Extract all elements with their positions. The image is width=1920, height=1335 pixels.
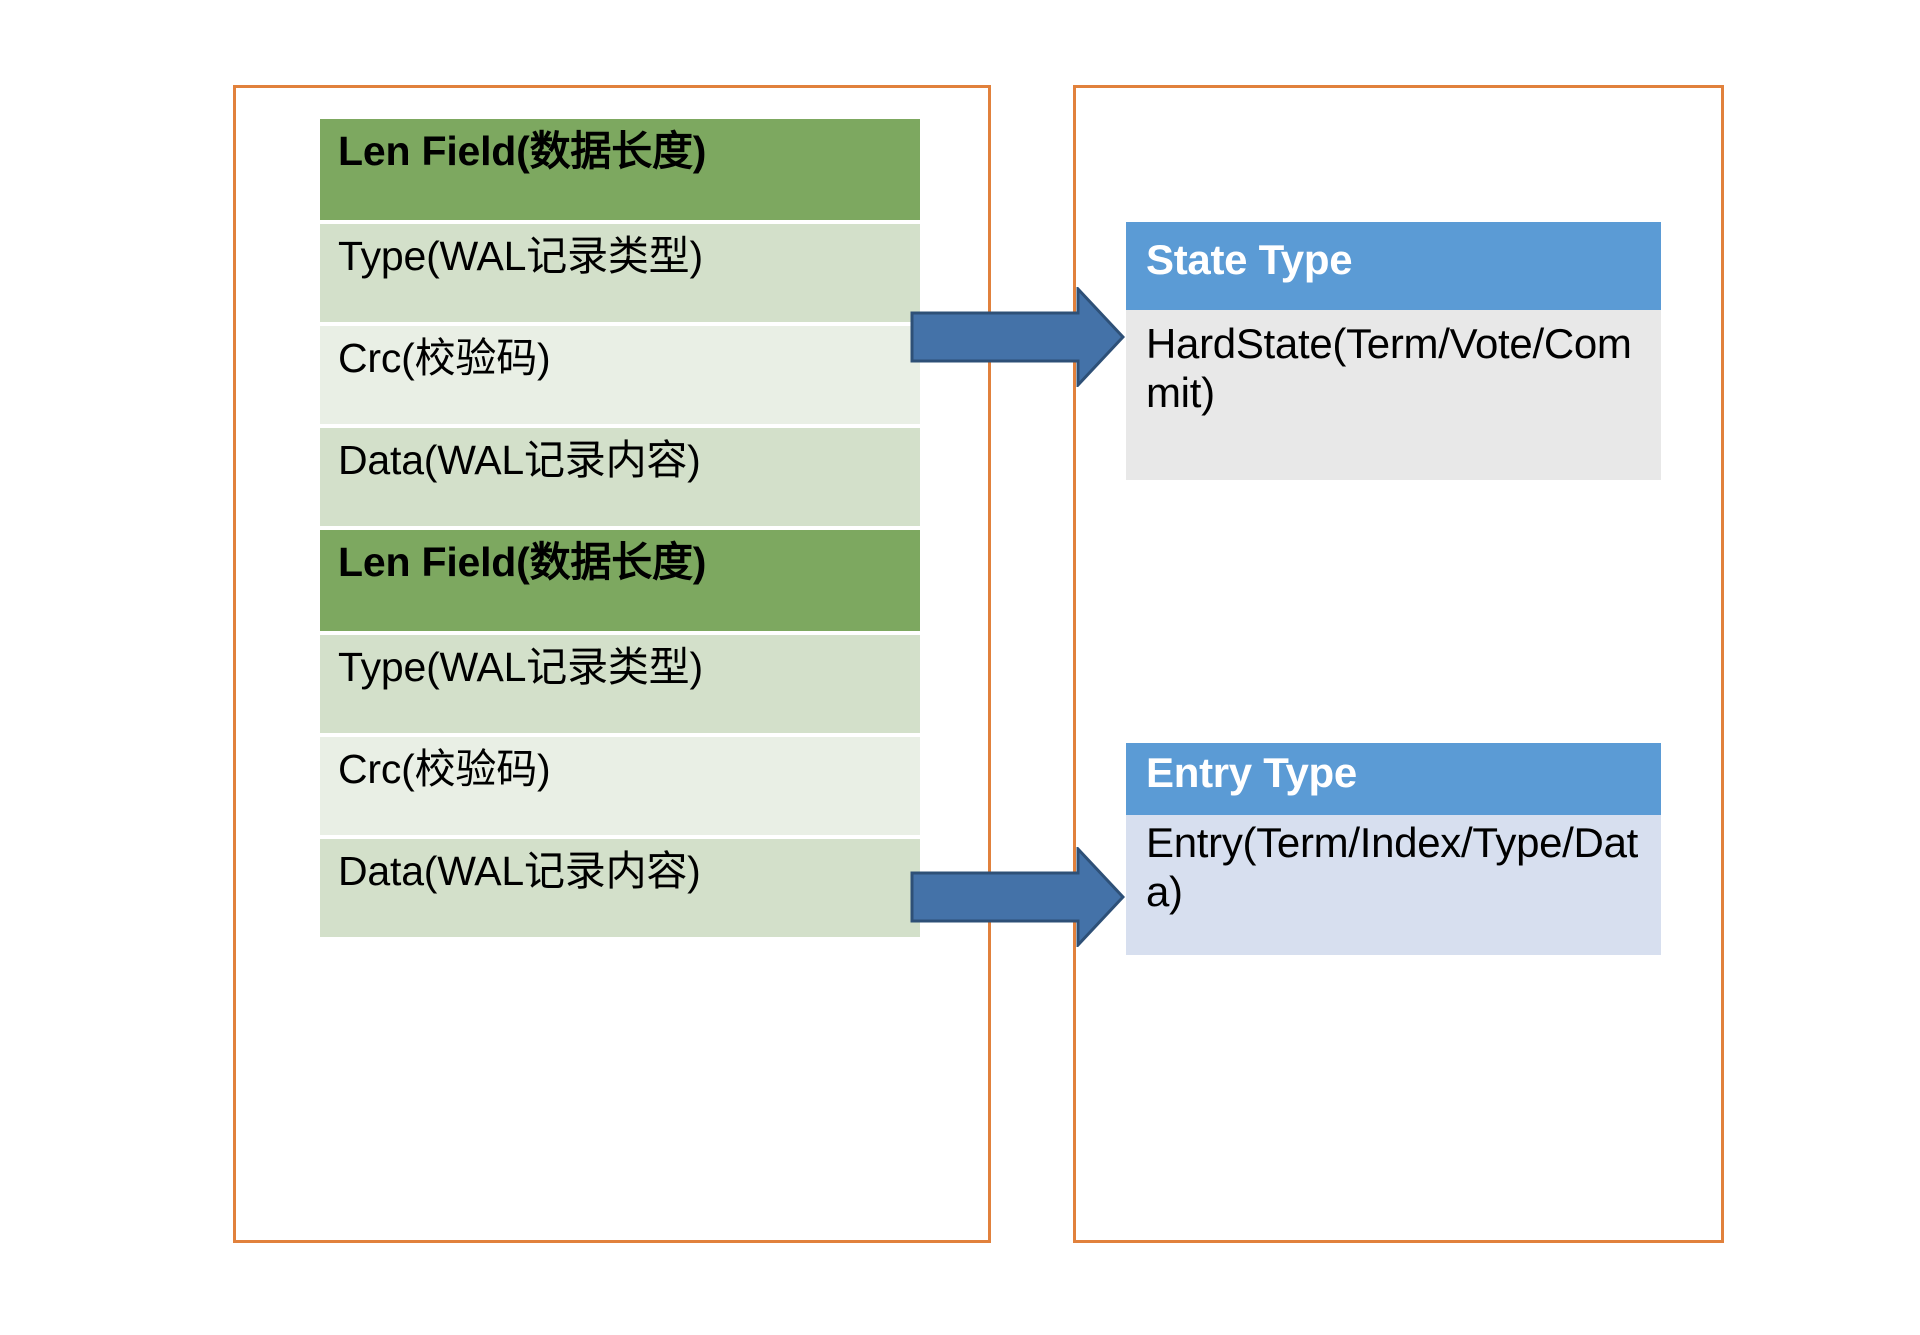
wal-row-label: Data(WAL记录内容) (338, 437, 701, 483)
wal-row-crc-2: Crc(校验码) (320, 737, 920, 835)
wal-row-label: Crc(校验码) (338, 746, 551, 792)
wal-row-label: Len Field(数据长度) (338, 128, 707, 174)
wal-record-frame (233, 85, 991, 1243)
wal-row-label: Crc(校验码) (338, 335, 551, 381)
wal-row-data-1: Data(WAL记录内容) (320, 428, 920, 526)
wal-row-len-field-1: Len Field(数据长度) (320, 119, 920, 220)
wal-row-len-field-2: Len Field(数据长度) (320, 530, 920, 631)
state-type-header: State Type (1126, 222, 1661, 310)
wal-row-type-2: Type(WAL记录类型) (320, 635, 920, 733)
wal-row-label: Len Field(数据长度) (338, 539, 707, 585)
arrow-to-entry-type-icon (910, 847, 1125, 947)
state-type-body: HardState(Term/Vote/Commit) (1126, 310, 1661, 480)
entry-type-body: Entry(Term/Index/Type/Data) (1126, 815, 1661, 955)
entry-type-header: Entry Type (1126, 743, 1661, 815)
wal-row-label: Type(WAL记录类型) (338, 644, 703, 690)
entry-type-box: Entry Type Entry(Term/Index/Type/Data) (1126, 743, 1661, 955)
wal-row-data-2: Data(WAL记录内容) (320, 839, 920, 937)
wal-row-type-1: Type(WAL记录类型) (320, 224, 920, 322)
wal-row-crc-1: Crc(校验码) (320, 326, 920, 424)
state-type-box: State Type HardState(Term/Vote/Commit) (1126, 222, 1661, 480)
wal-row-label: Data(WAL记录内容) (338, 848, 701, 894)
wal-row-label: Type(WAL记录类型) (338, 233, 703, 279)
record-type-frame (1073, 85, 1724, 1243)
wal-record-stack: Len Field(数据长度) Type(WAL记录类型) Crc(校验码) D… (320, 119, 920, 941)
arrow-to-state-type-icon (910, 287, 1125, 387)
